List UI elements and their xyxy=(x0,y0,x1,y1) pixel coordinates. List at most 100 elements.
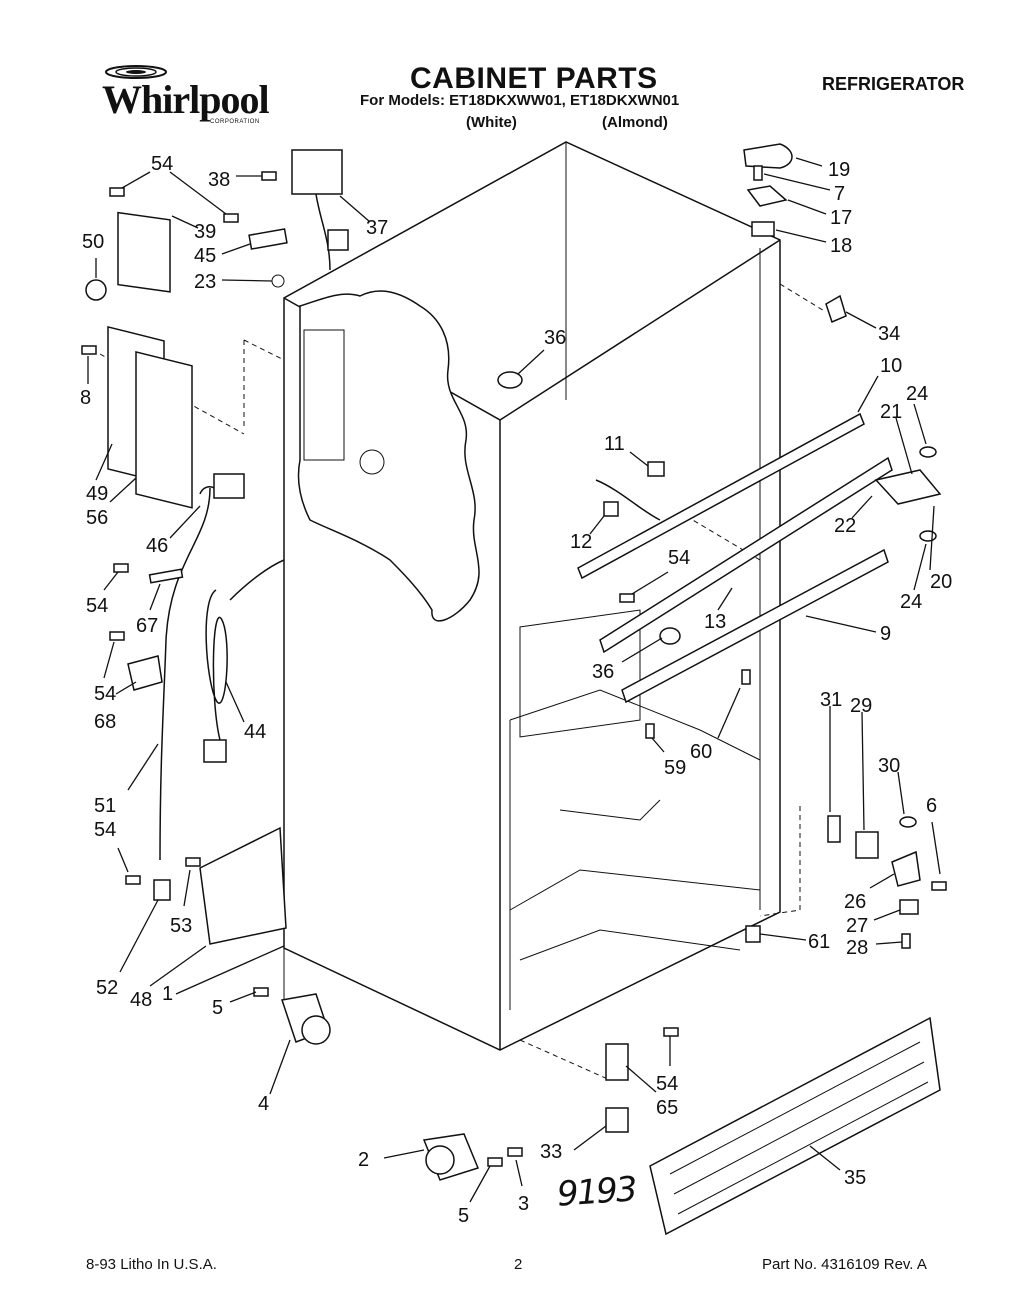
callout-label: 68 xyxy=(94,711,116,733)
tube-clip xyxy=(213,473,245,499)
screw-icon xyxy=(741,669,751,685)
plate-29 xyxy=(855,831,879,859)
callout-label: 65 xyxy=(656,1097,678,1119)
screw-icon xyxy=(901,933,911,949)
callout-label: 3 xyxy=(518,1193,529,1215)
callout-label: 34 xyxy=(878,323,900,345)
washer-24b xyxy=(919,530,937,542)
leader-lines xyxy=(87,157,941,1203)
harness-box xyxy=(291,149,343,195)
plug-36 xyxy=(497,371,523,389)
callout-label: 18 xyxy=(830,235,852,257)
callout-label: 38 xyxy=(208,169,230,191)
rail-9 xyxy=(621,548,889,704)
screw-icon xyxy=(645,723,655,739)
callout-label: 24 xyxy=(900,591,922,613)
callout-label: 36 xyxy=(592,661,614,683)
top-hinge xyxy=(746,185,788,207)
screw-icon xyxy=(619,593,635,603)
callout-label: 33 xyxy=(540,1141,562,1163)
callout-label: 50 xyxy=(82,231,104,253)
part-number: Part No. 4316109 Rev. A xyxy=(762,1256,927,1273)
callout-label: 13 xyxy=(704,611,726,633)
hinge-27 xyxy=(899,899,919,915)
front-components xyxy=(281,143,942,1236)
callout-label: 21 xyxy=(880,401,902,423)
part-33 xyxy=(605,1107,629,1133)
callout-label: 35 xyxy=(844,1167,866,1189)
callout-label: 61 xyxy=(808,931,830,953)
callout-labels: 54 38 39 37 50 45 23 8 49 56 46 54 67 54… xyxy=(80,153,952,1227)
callout-label: 22 xyxy=(834,515,856,537)
callout-label: 12 xyxy=(570,531,592,553)
plug-part xyxy=(85,279,107,301)
screw-icon xyxy=(261,171,277,181)
callout-label: 51 xyxy=(94,795,116,817)
callout-label: 30 xyxy=(878,755,900,777)
callout-label: 7 xyxy=(834,183,845,205)
callout-label: 36 xyxy=(544,327,566,349)
callout-label: 54 xyxy=(668,547,690,569)
callout-label: 24 xyxy=(906,383,928,405)
plug-34 xyxy=(825,294,847,324)
callout-label: 17 xyxy=(830,207,852,229)
callout-label: 5 xyxy=(458,1205,469,1227)
callout-label: 54 xyxy=(86,595,108,617)
callout-label: 49 xyxy=(86,483,108,505)
callout-label: 37 xyxy=(366,217,388,239)
callout-label: 31 xyxy=(820,689,842,711)
callout-label: 6 xyxy=(926,795,937,817)
hinge-cap xyxy=(743,143,793,169)
bracket-65 xyxy=(605,1043,629,1081)
left-components xyxy=(85,149,349,945)
brand-corporation: CORPORATION xyxy=(210,119,260,125)
callout-label: 48 xyxy=(130,989,152,1011)
screw-icon xyxy=(109,631,125,641)
screw-icon xyxy=(109,187,125,197)
plug-36b xyxy=(659,627,681,645)
variant-white: (White) xyxy=(466,114,517,131)
whirlpool-logo: Whirlpool CORPORATION xyxy=(96,60,274,130)
screw-icon xyxy=(507,1147,523,1157)
callout-label: 10 xyxy=(880,355,902,377)
category-label: REFRIGERATOR xyxy=(822,74,965,94)
callout-label: 46 xyxy=(146,535,168,557)
callout-label: 27 xyxy=(846,915,868,937)
screw-icon xyxy=(113,563,129,573)
callout-label: 52 xyxy=(96,977,118,999)
callout-label: 39 xyxy=(194,221,216,243)
models-line: For Models: ET18DKXWW01, ET18DKXWN01 xyxy=(360,92,680,109)
cabinet-body xyxy=(283,141,781,1051)
callout-label: 56 xyxy=(86,507,108,529)
callout-label: 8 xyxy=(80,387,91,409)
screw-icon xyxy=(931,881,947,891)
callout-label: 67 xyxy=(136,615,158,637)
callout-label: 1 xyxy=(162,983,173,1005)
callout-label: 60 xyxy=(690,741,712,763)
variant-almond: (Almond) xyxy=(602,114,668,131)
screw-icon xyxy=(663,1027,679,1037)
callout-label: 26 xyxy=(844,891,866,913)
hinge-shim xyxy=(751,221,775,237)
callout-label: 54 xyxy=(94,683,116,705)
callout-label: 19 xyxy=(828,159,850,181)
callout-label: 4 xyxy=(258,1093,269,1115)
screw-icon xyxy=(253,987,269,997)
callout-label: 2 xyxy=(358,1149,369,1171)
washer-24a xyxy=(919,446,937,458)
callout-label: 5 xyxy=(212,997,223,1019)
callout-label: 54 xyxy=(151,153,173,175)
callout-label: 53 xyxy=(170,915,192,937)
power-cord xyxy=(205,589,228,741)
clip-part xyxy=(127,655,163,691)
rail-10 xyxy=(577,412,865,580)
brand-name: Whirlpool xyxy=(102,77,270,122)
clip-11 xyxy=(647,461,665,477)
handwritten-note: 9193 xyxy=(555,1169,637,1215)
litho-note: 8-93 Litho In U.S.A. xyxy=(86,1256,217,1273)
bracket-26 xyxy=(891,850,921,887)
part-61 xyxy=(745,925,761,943)
drain-tube xyxy=(159,487,211,861)
logo-swirl-icon xyxy=(105,65,167,79)
